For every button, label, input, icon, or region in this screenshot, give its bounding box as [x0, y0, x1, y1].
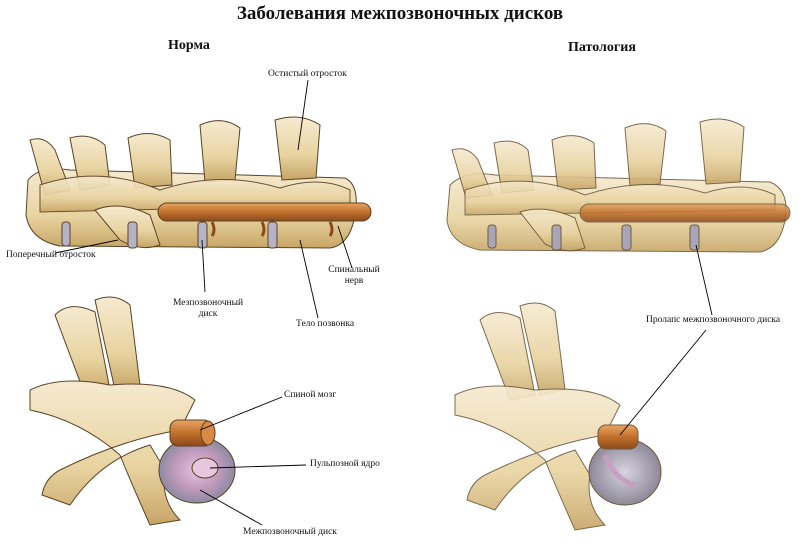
- pathology-cross-section: [454, 302, 662, 531]
- label-intervertebral-disc: Мезпозвоночный диск: [168, 298, 248, 320]
- label-vertebral-body: Тело позвонка: [296, 319, 355, 329]
- label-spinous-process: Остистый отросток: [268, 69, 347, 79]
- label-nerve-line2: нерв: [344, 276, 364, 286]
- normal-cross-pointers: [199, 396, 307, 526]
- label-transverse-process: Поперечный отросток: [6, 250, 96, 260]
- label-disc-line1: Мезпозвоночный: [172, 298, 244, 308]
- pathology-side-pointer: [695, 244, 713, 316]
- label-nucleus-pulposus: Пульпозной ядро: [310, 459, 380, 469]
- label-spinal-nerve: Спинальный нерв: [322, 265, 386, 287]
- label-disc-cross-section: Межпозвоночный диск: [243, 527, 337, 537]
- label-spinal-cord: Спиной мозг: [284, 390, 337, 400]
- normal-heading: Норма: [168, 38, 210, 53]
- label-nerve-line1: Спинальный: [328, 265, 380, 275]
- pathology-heading: Патология: [568, 40, 636, 55]
- normal-side-view: [25, 116, 372, 249]
- page-title: Заболевания межпозвоночных дисков: [236, 3, 564, 24]
- label-disc-prolapse: Пролапс межпозвоночного диска: [646, 315, 781, 325]
- normal-side-pointers: [54, 79, 353, 319]
- pathology-cross-pointer: [619, 329, 707, 436]
- label-disc-line2: диск: [198, 309, 218, 319]
- pathology-side-view: [446, 118, 791, 253]
- normal-cross-section: [29, 296, 236, 526]
